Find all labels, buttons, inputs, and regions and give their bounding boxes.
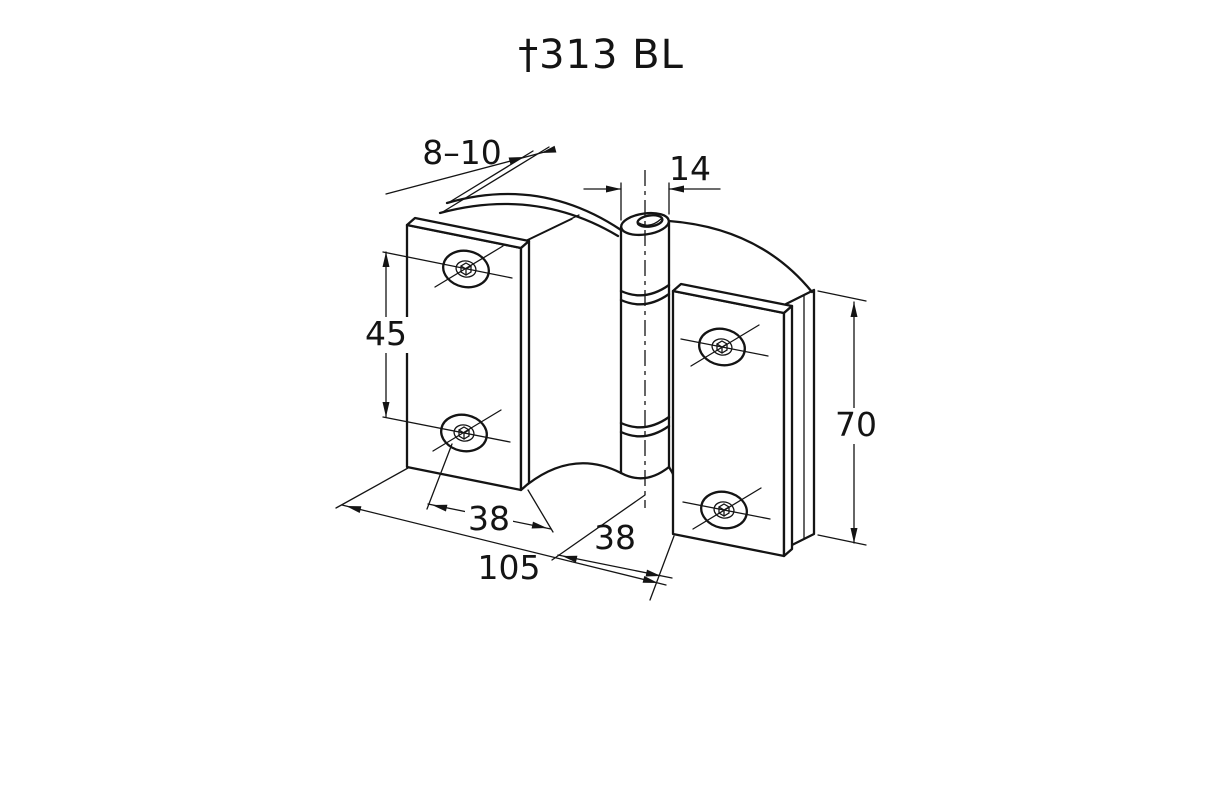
right-plate-side-face bbox=[782, 304, 794, 558]
glass-layer-line bbox=[526, 214, 580, 241]
screw-hole bbox=[680, 324, 769, 367]
knuckle-joint-line bbox=[619, 424, 671, 438]
dim-knuckle-diameter: 14 bbox=[669, 149, 711, 188]
dim-left-offset-group: 38 bbox=[426, 443, 554, 538]
dim-axis-to-plate: 38 bbox=[594, 518, 636, 557]
dim-glass-thickness: 8–10 bbox=[422, 133, 502, 172]
dim-knuckle-diameter-group: 14 bbox=[583, 149, 721, 221]
left-plate-side-face bbox=[519, 239, 531, 492]
dim-glass-thickness-group: 8–10 bbox=[385, 133, 557, 214]
dim-plate-height-group: 70 bbox=[817, 290, 878, 546]
body-bottom-left-curve bbox=[526, 462, 623, 486]
left-clamp-plate bbox=[382, 216, 531, 492]
dim-plate-height: 70 bbox=[835, 405, 877, 444]
dim-hole-spacing: 45 bbox=[365, 314, 407, 353]
screw-hole bbox=[382, 409, 511, 453]
dim-axis-offset-group: 38 bbox=[551, 494, 673, 579]
glass-top-edge-back bbox=[438, 202, 620, 238]
dim-hole-spacing-group: 45 bbox=[362, 251, 410, 418]
knuckle-joint-line bbox=[619, 415, 671, 429]
dim-overall-width-group: 105 bbox=[335, 467, 675, 601]
screw-hole bbox=[382, 245, 513, 289]
screw-hole bbox=[682, 487, 771, 530]
dim-left-edge-to-hole: 38 bbox=[468, 499, 510, 538]
pin-hole bbox=[636, 214, 664, 228]
right-clamp-plate bbox=[671, 282, 794, 558]
body-top-right-curve bbox=[667, 219, 814, 294]
glass-top-edge-front bbox=[445, 192, 623, 232]
drawing-title: †313 BL bbox=[518, 32, 684, 78]
hinge-knuckle bbox=[619, 211, 671, 480]
dim-overall-width: 105 bbox=[478, 548, 541, 587]
pin-hole-depth bbox=[638, 218, 662, 226]
